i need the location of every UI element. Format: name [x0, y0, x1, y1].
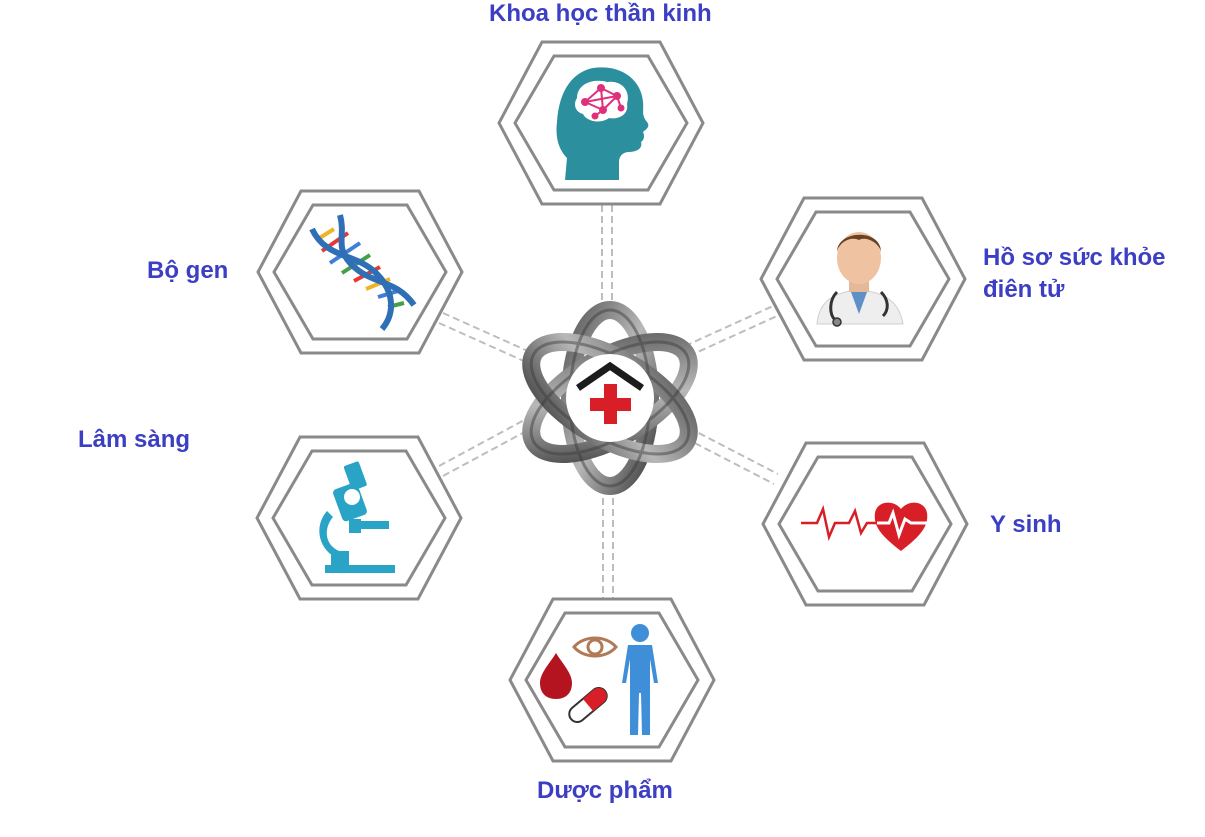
- hex-neuroscience[interactable]: [497, 40, 705, 206]
- hex-ehr[interactable]: [759, 196, 967, 362]
- connector-lower-right-b: [684, 437, 775, 485]
- center-emblem: [522, 301, 698, 495]
- doctor-icon: [816, 232, 904, 327]
- connector-upper-left-a: [442, 312, 531, 353]
- label-biomedical: Y sinh: [990, 511, 1062, 538]
- dna-icon: [309, 214, 417, 331]
- label-pharma: Dược phẩm: [537, 777, 673, 804]
- connector-lower-left-a: [442, 427, 533, 477]
- connector-upper-right-a: [688, 315, 778, 357]
- connector-upper-right-b: [684, 305, 774, 347]
- brain-head-icon: [556, 67, 649, 180]
- microscope-icon: [319, 461, 395, 573]
- heartbeat-icon: [801, 502, 928, 551]
- connector-lower-left-b: [438, 417, 529, 467]
- connector-upper-left-b: [438, 322, 527, 363]
- hex-genome[interactable]: [256, 189, 464, 355]
- hex-pharma[interactable]: [508, 597, 716, 763]
- label-neuroscience: Khoa học thần kinh: [489, 0, 712, 27]
- label-clinical: Lâm sàng: [78, 426, 191, 453]
- medical-cross-house-icon: [576, 361, 644, 424]
- label-ehr: Hồ sơ sức khỏe điên tử: [983, 244, 1166, 303]
- hex-clinical[interactable]: [255, 435, 463, 601]
- pharma-body-icon: [540, 624, 658, 735]
- connector-lower-right-a: [688, 427, 779, 475]
- hex-biomedical[interactable]: [761, 441, 969, 607]
- label-genome: Bộ gen: [147, 257, 229, 284]
